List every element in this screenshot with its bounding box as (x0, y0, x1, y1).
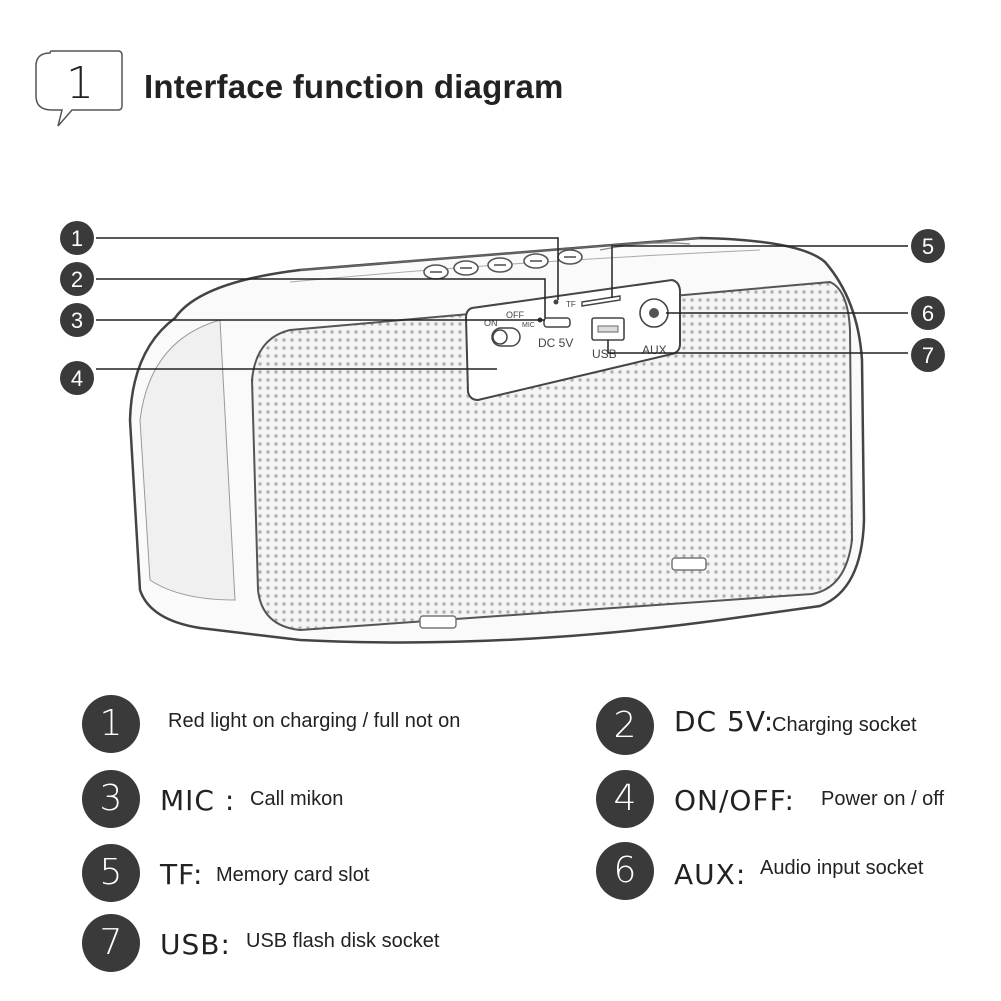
dc-5v-port (543, 317, 571, 328)
callout-7: 7 (911, 338, 945, 372)
legend-key: ON/OFF: (674, 784, 795, 817)
legend-badge: 2 (596, 697, 654, 755)
svg-text:5: 5 (922, 234, 934, 259)
svg-text:1: 1 (71, 226, 83, 251)
legend-key: TF: (160, 858, 204, 891)
power-switch (491, 327, 521, 347)
panel-off-label: OFF (506, 310, 524, 320)
legend-badge: 6 (596, 842, 654, 900)
legend-item-1: 1 Red light on charging / full not on (82, 695, 542, 757)
callout-3: 3 (60, 303, 94, 337)
charging-led (553, 299, 559, 305)
legend-key: DC 5V: (674, 705, 775, 738)
speech-bubble-icon (35, 50, 123, 127)
leader-lines (96, 237, 908, 370)
legend-item-5: 5 TF: Memory card slot (82, 844, 542, 906)
callout-4: 4 (60, 361, 94, 395)
legend-key: USB: (160, 928, 231, 961)
legend-badge: 4 (596, 770, 654, 828)
panel-aux-label: AUX (642, 343, 667, 357)
callout-6: 6 (911, 296, 945, 330)
legend-description: Memory card slot (216, 864, 370, 886)
header-badge-number: 1 (66, 58, 94, 109)
legend-description: Audio input socket (760, 857, 924, 879)
legend-description: Charging socket (772, 714, 917, 736)
legend-description: Call mikon (250, 788, 344, 810)
speaker-foot (671, 557, 707, 571)
speaker-foot (419, 615, 457, 629)
speaker-diagram: ON OFF MIC DC 5V TF USB AUX 1 2 3 4 (60, 221, 945, 644)
svg-text:6: 6 (922, 301, 934, 326)
svg-text:2: 2 (71, 267, 83, 292)
svg-text:4: 4 (71, 366, 83, 391)
svg-text:7: 7 (922, 343, 934, 368)
legend-description: USB flash disk socket (246, 930, 440, 952)
panel-usb-label: USB (592, 347, 617, 361)
legend-key: MIC : (160, 784, 236, 817)
legend-badge: 3 (82, 770, 140, 828)
callout-5: 5 (911, 229, 945, 263)
legend-key: AUX: (674, 858, 747, 891)
panel-dc-label: DC 5V (538, 336, 573, 350)
legend-item-6: 6 AUX: Audio input socket (596, 842, 976, 904)
interface-panel (464, 278, 681, 402)
legend-item-7: 7 USB: USB flash disk socket (82, 914, 542, 976)
legend-item-4: 4 ON/OFF: Power on / off (596, 770, 976, 832)
panel-on-label: ON (484, 318, 498, 328)
legend-badge: 5 (82, 844, 140, 902)
svg-text:3: 3 (71, 308, 83, 333)
legend-badge: 1 (82, 695, 140, 753)
legend-description: Red light on charging / full not on (168, 710, 461, 732)
legend-badge: 7 (82, 914, 140, 972)
legend-item-2: 2 DC 5V: Charging socket (596, 697, 976, 759)
tf-card-slot (581, 295, 621, 307)
panel-mic-label: MIC (522, 322, 535, 329)
panel-tf-label: TF (566, 300, 576, 309)
callout-2: 2 (60, 262, 94, 296)
page-title: Interface function diagram (144, 68, 564, 105)
legend-item-3: 3 MIC : Call mikon (82, 770, 542, 832)
callout-1: 1 (60, 221, 94, 255)
legend-description: Power on / off (821, 788, 945, 810)
top-buttons (423, 249, 583, 280)
